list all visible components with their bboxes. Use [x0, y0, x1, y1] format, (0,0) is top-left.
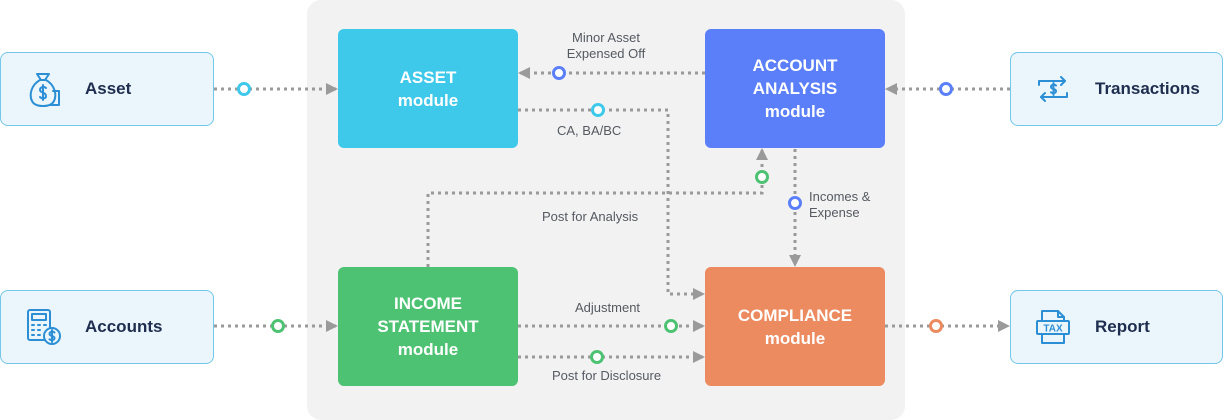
edge-label-line: Incomes & [809, 189, 871, 204]
compliance-module-box[interactable]: COMPLIANCE module [705, 267, 885, 386]
connector-dot [788, 196, 802, 210]
edge-label-incomes-expense: Incomes & Expense [809, 189, 870, 221]
module-subtitle: module [397, 340, 459, 359]
asset-module-box[interactable]: ASSET module [338, 29, 518, 148]
module-title: ACCOUNT [752, 56, 838, 75]
asset-source-label: Asset [85, 79, 132, 98]
connector-dot [929, 319, 943, 333]
module-subtitle: module [764, 328, 826, 348]
edge-label-post-for-disclosure: Post for Disclosure [552, 368, 662, 383]
edge-label-adjustment: Adjustment [575, 300, 641, 315]
module-title: STATEMENT [377, 317, 479, 336]
report-target-label: Report [1095, 317, 1150, 336]
report-target-box[interactable]: TAX Report [1010, 290, 1223, 364]
edge-label-line: Expensed Off [566, 46, 646, 61]
svg-text:TAX: TAX [1043, 324, 1063, 335]
accounts-source-box[interactable]: Accounts [0, 290, 214, 364]
edge-label-post-for-analysis: Post for Analysis [542, 209, 639, 224]
connector-dot [237, 82, 251, 96]
module-title: ASSET [399, 67, 457, 87]
edge-label-line: Minor Asset [572, 30, 640, 45]
connector-dot [755, 170, 769, 184]
module-title: COMPLIANCE [737, 305, 853, 325]
money-bag-icon [29, 73, 60, 107]
module-title: INCOME [394, 294, 462, 313]
accounts-source-label: Accounts [85, 317, 163, 336]
edge-asset-module-to-compliance [518, 108, 705, 300]
edge-label-line: Expense [809, 205, 860, 220]
module-subtitle: module [764, 102, 826, 121]
connector-dot [939, 82, 953, 96]
connector-dot [590, 350, 604, 364]
transactions-source-label: Transactions [1095, 79, 1200, 98]
income-statement-module-box[interactable]: INCOME STATEMENT module [338, 267, 518, 386]
connector-dot [271, 319, 285, 333]
connector-dot [664, 319, 678, 333]
account-analysis-module-box[interactable]: ACCOUNT ANALYSIS module [705, 29, 885, 148]
module-subtitle: module [397, 90, 459, 110]
connector-dot [591, 103, 605, 117]
edge-label-minor-asset: Minor Asset Expensed Off [556, 30, 656, 62]
connector-dot [552, 66, 566, 80]
module-title: ANALYSIS [752, 79, 838, 98]
tax-document-icon: TAX [1036, 310, 1070, 344]
edge-label-ca-ba-bc: CA, BA/BC [557, 123, 622, 138]
transactions-source-box[interactable]: Transactions [1010, 52, 1223, 126]
asset-source-box[interactable]: Asset [0, 52, 214, 126]
exchange-dollar-icon [1038, 76, 1068, 102]
calculator-icon [27, 309, 61, 345]
